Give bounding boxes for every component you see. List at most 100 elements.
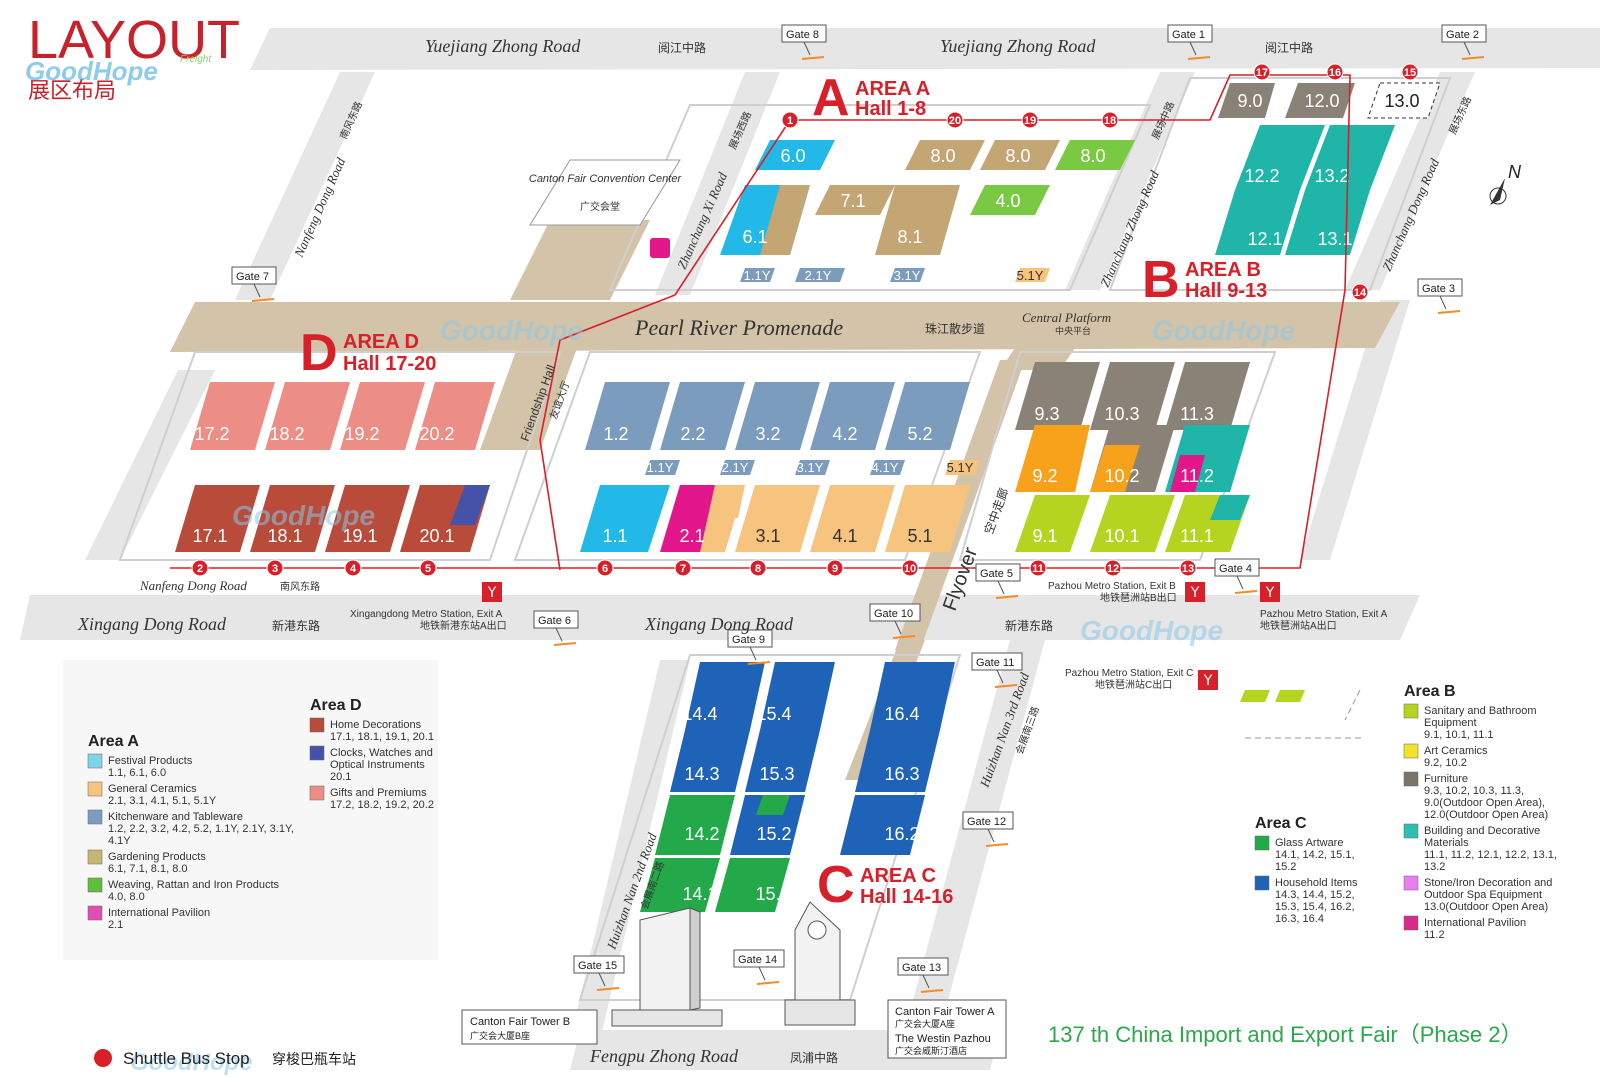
hall-16-3: 16.3 (884, 764, 919, 784)
gate-6: Gate 6 (533, 610, 579, 646)
legend-item-text: Outdoor Spa Equipment (1424, 889, 1542, 901)
watermarks: GoodHope GoodHope GoodHope GoodHope Good… (130, 315, 1295, 1076)
legend-item-text: 9.3, 10.2, 10.3, 11.3, (1424, 785, 1524, 797)
legend-item-text: Equipment (1424, 717, 1477, 729)
watermark-logo: GoodHope (232, 500, 375, 531)
legend-swatch (1403, 703, 1419, 719)
tower-b-label: Canton Fair Tower B (470, 1016, 570, 1028)
shuttle-stop-10: 10 (901, 559, 919, 577)
hall-9-3: 9.3 (1034, 404, 1059, 424)
legend-swatch (87, 905, 103, 921)
shuttle-stop-7: 7 (674, 559, 692, 577)
shuttle-stop-number: 12 (1107, 563, 1119, 575)
compass-arrow-icon (1490, 178, 1505, 205)
gate-8: Gate 8 (781, 24, 827, 60)
shuttle-bus-icon (650, 238, 670, 258)
hall-14-1: 14.1 (682, 884, 717, 904)
legend-item-text: Materials (1424, 837, 1469, 849)
area-d-letter: D (300, 324, 338, 382)
road-xingang-left-cn: 新港东路 (272, 618, 320, 633)
gate-4: Gate 4 (1214, 558, 1260, 594)
hall-3-1: 3.1 (755, 526, 780, 546)
watermark-logo: GoodHope (440, 315, 583, 346)
hall-12-2: 12.2 (1244, 166, 1279, 186)
convention-center-label: Canton Fair Convention Center (529, 173, 683, 185)
shuttle-stop-number: 4 (350, 563, 357, 575)
convention-center-building (529, 159, 681, 226)
hall-18-1: 18.1 (267, 526, 302, 546)
hall-3-2: 3.2 (755, 424, 780, 444)
westin-label: The Westin Pazhou (895, 1033, 991, 1045)
area-b-letter: B (1142, 251, 1180, 309)
hall-17-1: 17.1 (192, 526, 227, 546)
fair-title: 137 th China Import and Export Fair（Phas… (1048, 1022, 1522, 1047)
legend-item-text: 12.0(Outdoor Open Area) (1424, 809, 1548, 821)
shuttle-stop-number: 10 (904, 563, 916, 575)
shuttle-stop-number: 1 (787, 115, 793, 127)
legend-item-text: 14.1, 14.2, 15.1, (1275, 849, 1355, 861)
legend-item-text: Household Items (1275, 877, 1358, 889)
legend-item-text: 17.2, 18.2, 19.2, 20.2 (330, 799, 434, 811)
shuttle-stop-number: 18 (1104, 115, 1116, 127)
metro-pazhou-c-label-cn: 地铁琶洲站C出口 (1095, 678, 1172, 691)
promenade-label: Pearl River Promenade (634, 315, 843, 340)
svg-text:Y: Y (1203, 673, 1213, 689)
hall-1-1y: 1.1Y (744, 268, 771, 283)
hall-2-1y: 2.1Y (805, 268, 832, 283)
shuttle-stop-legend-icon (94, 1049, 112, 1067)
legend-item-text: International Pavilion (108, 907, 210, 919)
legend-item-text: 16.3, 16.4 (1275, 913, 1324, 925)
legend-item-text: 11.2 (1424, 929, 1445, 941)
hall-15-1: 15.1 (755, 884, 790, 904)
legend-area-d-title: Area D (310, 697, 362, 714)
legend-item-text: 2.1 (108, 919, 123, 931)
shuttle-stop-6: 6 (596, 559, 614, 577)
metro-icon-pazhou-a (1260, 582, 1280, 602)
hall-11-3: 11.3 (1180, 404, 1214, 424)
hall-13-2: 13.2 (1314, 166, 1349, 186)
compass-north-label: N (1508, 162, 1522, 182)
hall-18-2: 18.2 (269, 424, 304, 444)
shuttle-stop-4: 4 (344, 559, 362, 577)
convention-link (510, 220, 650, 300)
westin-label-cn: 广交会威斯汀酒店 (895, 1045, 967, 1056)
compass: N (1489, 162, 1522, 205)
hall-8-1: 8.1 (897, 227, 922, 247)
shuttle-stop-20: 20 (946, 111, 964, 129)
gate-11: Gate 11 (971, 652, 1023, 688)
tower-labels: Canton Fair Tower B 广交会大厦B座 Canton Fair … (461, 999, 1007, 1059)
road-yuejiang-right-cn: 阅江中路 (1265, 40, 1313, 55)
hall-6-1: 6.1 (742, 227, 767, 247)
legend-swatch (309, 745, 325, 761)
gate-label: Gate 13 (902, 962, 941, 974)
gate-5: Gate 5 (975, 563, 1021, 599)
hall-10-3: 10.3 (1104, 404, 1139, 424)
metro-xingangdong-label: Xingangdong Metro Station, Exit A (350, 609, 503, 620)
legend-item-text: International Pavilion (1424, 917, 1526, 929)
hall-3-1y: 3.1Y (894, 268, 921, 283)
metro-icon-pazhou-c (1198, 670, 1218, 690)
gate-label: Gate 14 (738, 954, 777, 966)
legend-panel-left (63, 660, 438, 960)
area-b-title: AREA B (1185, 259, 1261, 281)
shuttle-stop-9: 9 (826, 559, 844, 577)
metro-xingangdong-label-cn: 地铁新港东站A出口 (420, 619, 507, 632)
gate-label: Gate 1 (1172, 29, 1205, 41)
area-d-halls: 17.2 18.2 19.2 20.2 17.1 18.1 19.1 20.1 (175, 382, 495, 552)
shuttle-stop-18: 18 (1101, 111, 1119, 129)
gate-label: Gate 11 (976, 657, 1014, 669)
hall-14-3: 14.3 (684, 764, 719, 784)
svg-text:Y: Y (487, 585, 497, 601)
road-xingang-left: Xingang Dong Road (77, 614, 227, 634)
legend-item-text: 4.1Y (108, 835, 131, 847)
layout-title: LAYOUT (28, 10, 240, 70)
gate-1: Gate 1 (1167, 24, 1213, 60)
shuttle-stop-3: 3 (266, 559, 284, 577)
road-yuejiang-right: Yuejiang Zhong Road (940, 36, 1096, 56)
svg-text:Y: Y (1265, 585, 1275, 601)
hall-7-1: 7.1 (840, 191, 865, 211)
convention-center-label-cn: 广交会堂 (580, 200, 620, 213)
hall-14-2: 14.2 (684, 824, 719, 844)
